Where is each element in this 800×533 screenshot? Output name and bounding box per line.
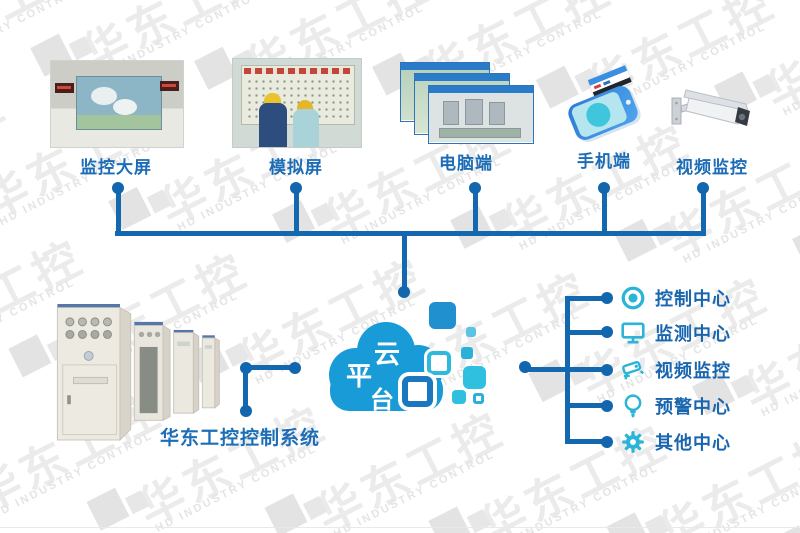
cloud-pixel-square	[402, 376, 433, 407]
connector-dot-2	[290, 182, 302, 194]
target-icon	[621, 286, 645, 310]
center-row-other: 其他中心	[620, 429, 731, 455]
right-branch-2	[568, 330, 606, 335]
center-label-monitoring: 监测中心	[655, 324, 731, 344]
right-branch-dot-3	[601, 364, 613, 376]
right-branch-dot-1	[601, 292, 613, 304]
center-label-warning: 预警中心	[655, 397, 731, 417]
device-label-phone: 手机端	[577, 152, 631, 171]
right-branch-dot-2	[601, 326, 613, 338]
connector-dot-4	[598, 182, 610, 194]
cloud-pixel-square	[452, 390, 466, 404]
cloud-char-yun: 云	[374, 339, 401, 369]
control-room-photo	[50, 60, 184, 148]
gear-icon	[622, 431, 644, 453]
center-label-other: 其他中心	[655, 433, 731, 453]
left-connector-vline	[243, 367, 248, 410]
center-row-warning: 预警中心	[620, 393, 731, 419]
device-phone: 手机端	[560, 62, 648, 172]
center-row-video: 视频监控	[620, 357, 731, 383]
cloud-char-ping: 平	[346, 361, 373, 391]
wall-screen	[76, 76, 162, 130]
center-row-monitoring: 监测中心	[620, 320, 731, 346]
device-label-monitor-wall: 监控大屏	[80, 158, 152, 177]
device-label-cctv: 视频监控	[676, 158, 748, 177]
right-branch-1	[568, 296, 606, 301]
cctv-camera-photo	[662, 66, 762, 148]
mimic-panel-photo	[232, 58, 362, 148]
center-row-control: 控制中心	[620, 285, 731, 311]
cloud-pixel-square	[473, 393, 484, 404]
cctv-icon	[622, 361, 645, 380]
connector-stub-1	[116, 188, 121, 233]
left-connector-dot-bottom	[240, 405, 252, 417]
bulb-icon	[624, 394, 642, 418]
connector-stub-5	[701, 188, 706, 233]
right-connector-trunk	[565, 296, 570, 444]
left-connector-hline	[246, 365, 295, 370]
device-monitor-wall: 监控大屏	[50, 60, 184, 178]
device-label-mimic-panel: 模拟屏	[269, 158, 323, 177]
connector-dot-center	[398, 286, 410, 298]
left-connector-dot-right	[289, 362, 301, 374]
connector-stub-4	[602, 188, 607, 233]
monitor-icon	[621, 322, 645, 344]
control-cabinets-photo	[56, 304, 220, 442]
device-pc: 电脑端	[398, 60, 534, 174]
connector-dot-5	[697, 182, 709, 194]
cctv-camera-drawing	[671, 89, 750, 126]
device-label-pc: 电脑端	[439, 154, 493, 173]
phone-body	[565, 83, 641, 142]
bottom-edge-line	[0, 527, 800, 528]
connector-dot-3	[469, 182, 481, 194]
cloud-char-tai: 台	[370, 387, 394, 414]
connector-stub-2	[294, 188, 299, 233]
center-label-control: 控制中心	[655, 289, 731, 309]
cloud-pixel-square	[466, 327, 476, 337]
center-label-video: 视频监控	[655, 361, 731, 381]
left-system-label: 华东工控控制系统	[160, 428, 321, 449]
right-branch-4	[568, 403, 606, 408]
connector-stub-3	[473, 188, 478, 233]
pc-software-screens	[398, 60, 534, 144]
cloud-pixel-square	[461, 347, 473, 359]
left-connector-dot-corner	[240, 362, 252, 374]
connector-center-drop	[402, 231, 407, 288]
smartphone-illustration	[560, 62, 648, 142]
cloud-pixel-square	[427, 351, 451, 375]
cloud-pixel-square	[463, 366, 486, 389]
right-connector-dot-left	[519, 361, 531, 373]
connector-dot-1	[112, 182, 124, 194]
right-branch-dot-5	[601, 436, 613, 448]
connector-bus-line	[115, 231, 706, 236]
right-connector-mid-hline	[525, 367, 568, 372]
device-cctv: 视频监控	[662, 66, 762, 178]
device-mimic-panel: 模拟屏	[232, 58, 362, 178]
right-branch-3	[568, 367, 606, 372]
right-branch-dot-4	[601, 400, 613, 412]
right-branch-5	[568, 439, 606, 444]
cloud-pixel-square	[429, 302, 456, 329]
